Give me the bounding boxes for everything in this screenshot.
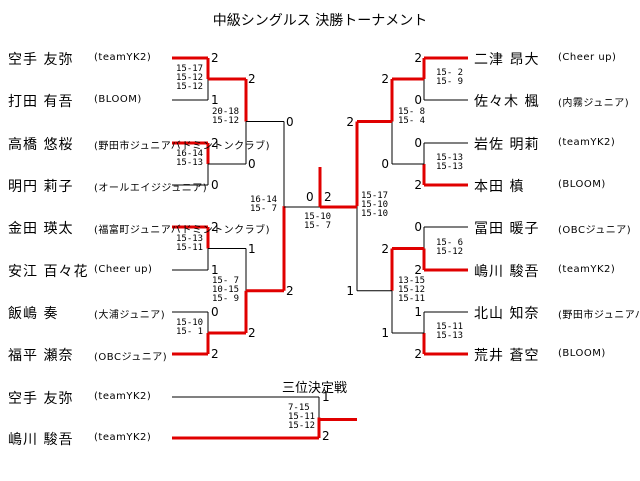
left-player-name: 明円 莉子 bbox=[8, 179, 74, 195]
right-player-team: (野田市ジュニアバドミントンクラブ) bbox=[558, 310, 640, 321]
third-place-top-result: 1 bbox=[322, 390, 330, 404]
right-r1-scores: 15-11 15-13 bbox=[436, 322, 464, 341]
left-player-team: (teamYK2) bbox=[94, 52, 152, 63]
third-place-scores: 7-15 15-11 15-12 bbox=[288, 403, 316, 431]
left-r2-top-result: 1 bbox=[248, 241, 256, 256]
left-r3-bottom-result: 2 bbox=[286, 283, 294, 298]
third-place-player-team: (teamYK2) bbox=[94, 391, 152, 402]
right-r1-scores: 15- 6 15-12 bbox=[436, 237, 464, 257]
left-r2-top-result: 2 bbox=[248, 72, 256, 86]
right-player-name: 本田 槙 bbox=[474, 179, 525, 195]
right-player-team: (Cheer up) bbox=[558, 52, 617, 63]
left-r3-scores: 16-14 15- 7 bbox=[250, 195, 278, 215]
right-r2-bottom-result: 0 bbox=[381, 157, 389, 171]
right-r3-scores: 15-17 15-10 15-10 bbox=[361, 191, 389, 220]
right-player-team: (内霧ジュニア) bbox=[558, 98, 630, 109]
left-r1-scores: 16-14 15-13 bbox=[176, 149, 204, 168]
left-player-team: (野田市ジュニアバドミントンクラブ) bbox=[94, 141, 271, 152]
left-player-team: (オールエイジジュニア) bbox=[94, 183, 208, 194]
right-r3-top-result: 2 bbox=[346, 114, 354, 129]
left-r1-bottom-result: 2 bbox=[211, 347, 219, 361]
right-r1-bottom-result: 0 bbox=[414, 93, 422, 107]
left-player-team: (大浦ジュニア) bbox=[94, 310, 166, 321]
left-player-name: 安江 百々花 bbox=[8, 264, 89, 280]
right-r1-bottom-result: 2 bbox=[414, 263, 422, 277]
left-r1-top-result: 2 bbox=[211, 220, 219, 234]
right-player-team: (OBCジュニア) bbox=[558, 225, 632, 236]
right-r1-top-result: 0 bbox=[414, 136, 422, 150]
left-r2-scores: 15- 7 10-15 15- 9 bbox=[212, 275, 240, 304]
right-r1-scores: 15-13 15-13 bbox=[436, 153, 464, 172]
right-r3-bottom-result: 1 bbox=[346, 283, 354, 298]
right-player-name: 荒井 蒼空 bbox=[474, 348, 540, 364]
right-player-team: (BLOOM) bbox=[558, 179, 606, 190]
left-r2-bottom-result: 0 bbox=[248, 157, 256, 171]
right-r2-top-result: 2 bbox=[381, 72, 389, 86]
right-player-team: (teamYK2) bbox=[558, 264, 616, 275]
left-r1-scores: 15-10 15- 1 bbox=[176, 318, 204, 337]
left-player-team: (福富町ジュニアバドミントンクラブ) bbox=[94, 225, 271, 236]
left-r1-top-result: 2 bbox=[211, 51, 219, 65]
right-player-name: 二津 昂大 bbox=[474, 52, 540, 68]
right-player-name: 佐々木 楓 bbox=[474, 94, 540, 110]
final-scores: 15-10 15- 7 bbox=[304, 212, 332, 231]
right-player-name: 北山 知奈 bbox=[474, 306, 540, 322]
final-right-result: 2 bbox=[324, 190, 332, 204]
third-place-player-name: 嶋川 駿吾 bbox=[8, 432, 74, 448]
third-place-player-name: 空手 友弥 bbox=[8, 391, 74, 407]
right-r2-bottom-result: 1 bbox=[381, 326, 389, 340]
right-r1-bottom-result: 2 bbox=[414, 178, 422, 192]
third-place-title: 三位決定戦 bbox=[282, 381, 348, 396]
left-r1-scores: 15-17 15-12 15-12 bbox=[176, 64, 204, 92]
right-r2-top-result: 2 bbox=[381, 241, 389, 256]
right-player-team: (BLOOM) bbox=[558, 348, 606, 359]
right-player-name: 岩佐 明莉 bbox=[474, 137, 540, 153]
left-r1-bottom-result: 1 bbox=[211, 93, 219, 107]
right-player-name: 冨田 暖子 bbox=[474, 221, 540, 237]
left-player-name: 飯嶋 奏 bbox=[8, 306, 59, 322]
right-r1-bottom-result: 2 bbox=[414, 347, 422, 361]
right-r1-top-result: 2 bbox=[414, 51, 422, 65]
left-r1-bottom-result: 1 bbox=[211, 263, 219, 277]
left-r3-top-result: 0 bbox=[286, 114, 294, 129]
third-place-player-team: (teamYK2) bbox=[94, 432, 152, 443]
left-r1-bottom-result: 0 bbox=[211, 178, 219, 192]
right-r1-top-result: 1 bbox=[414, 305, 422, 319]
right-r2-scores: 15- 8 15- 4 bbox=[398, 106, 426, 126]
right-r1-top-result: 0 bbox=[414, 220, 422, 234]
left-player-team: (BLOOM) bbox=[94, 94, 142, 105]
left-player-team: (Cheer up) bbox=[94, 264, 153, 275]
right-r2-scores: 13-15 15-12 15-11 bbox=[398, 275, 426, 304]
left-r2-bottom-result: 2 bbox=[248, 326, 256, 340]
right-player-team: (teamYK2) bbox=[558, 137, 616, 148]
left-r1-top-result: 2 bbox=[211, 136, 219, 150]
left-player-name: 空手 友弥 bbox=[8, 52, 74, 68]
final-left-result: 0 bbox=[306, 190, 314, 204]
left-player-team: (OBCジュニア) bbox=[94, 352, 168, 363]
right-r1-scores: 15- 2 15- 9 bbox=[436, 68, 464, 87]
left-r1-top-result: 0 bbox=[211, 305, 219, 319]
left-player-name: 金田 瑛太 bbox=[8, 221, 74, 237]
left-r2-scores: 20-18 15-12 bbox=[212, 106, 240, 126]
left-player-name: 打田 有吾 bbox=[8, 94, 74, 110]
left-r1-scores: 15-13 15-11 bbox=[176, 233, 204, 253]
left-player-name: 高橋 悠桜 bbox=[8, 137, 74, 153]
third-place-bottom-result: 2 bbox=[322, 429, 330, 443]
left-player-name: 福平 瀬奈 bbox=[8, 348, 74, 364]
page-title: 中級シングルス 決勝トーナメント bbox=[212, 13, 428, 29]
right-player-name: 嶋川 駿吾 bbox=[474, 264, 540, 280]
